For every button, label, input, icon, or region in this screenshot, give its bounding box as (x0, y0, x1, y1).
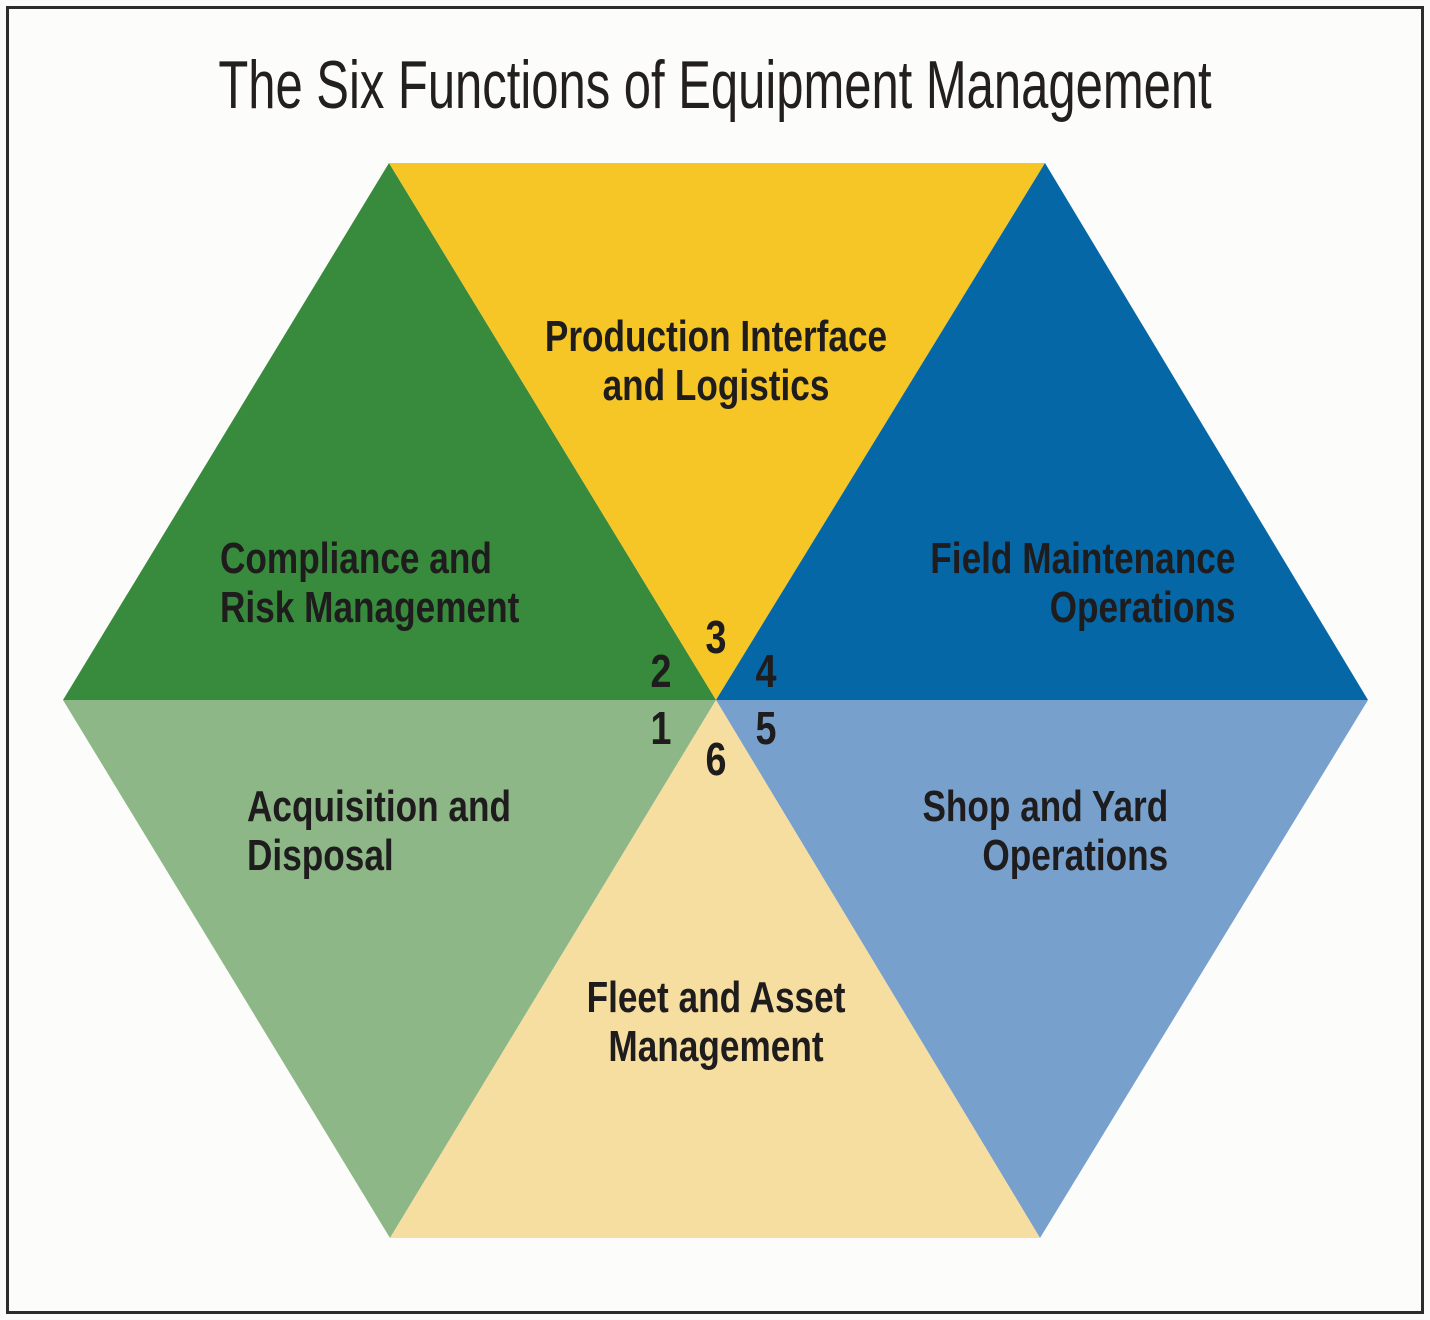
segment-field-maintenance-label: Field Maintenance Operations (930, 534, 1235, 632)
segment-acquisition-label-line1: Acquisition and (247, 782, 511, 831)
segment-number-5: 5 (755, 702, 777, 754)
segment-number-4: 4 (755, 645, 777, 697)
segment-field-maintenance-label-line2: Operations (1049, 583, 1235, 632)
segment-field-maintenance-shape (716, 163, 1368, 700)
segment-field-maintenance-label-line1: Field Maintenance (929, 534, 1235, 583)
segment-shop-yard-label-line2: Operations (982, 831, 1168, 880)
segment-production-label-line1: Production Interface (544, 312, 888, 361)
diagram-border (6, 6, 1424, 1314)
segment-fleet-asset-label-line1: Fleet and Asset (586, 973, 846, 1022)
segment-acquisition-label-line2: Disposal (247, 831, 394, 880)
diagram-title: The Six Functions of Equipment Managemen… (218, 47, 1212, 123)
segment-production-label-line2: and Logistics (602, 361, 830, 410)
segment-number-6: 6 (705, 733, 727, 785)
segment-shop-yard-label: Shop and Yard Operations (922, 782, 1168, 880)
segment-production-label: Production Interface and Logistics (476, 312, 956, 410)
segment-compliance-label-line2: Risk Management (220, 583, 520, 632)
segment-number-2: 2 (650, 645, 672, 697)
segment-compliance-label: Compliance and Risk Management (220, 534, 519, 632)
segment-compliance-label-line1: Compliance and (220, 534, 492, 583)
segment-compliance-shape (63, 163, 716, 700)
segment-shop-yard-shape (716, 700, 1368, 1238)
segment-number-1: 1 (650, 702, 672, 754)
segment-fleet-asset-label: Fleet and Asset Management (476, 973, 956, 1071)
segment-acquisition-shape (63, 700, 716, 1238)
segment-fleet-asset-label-line2: Management (608, 1022, 824, 1071)
segment-number-3: 3 (705, 611, 727, 663)
segment-shop-yard-label-line1: Shop and Yard (922, 782, 1168, 831)
segment-fleet-asset-shape (390, 700, 1040, 1238)
segment-acquisition-label: Acquisition and Disposal (247, 782, 511, 880)
segment-production-shape (389, 163, 1045, 700)
